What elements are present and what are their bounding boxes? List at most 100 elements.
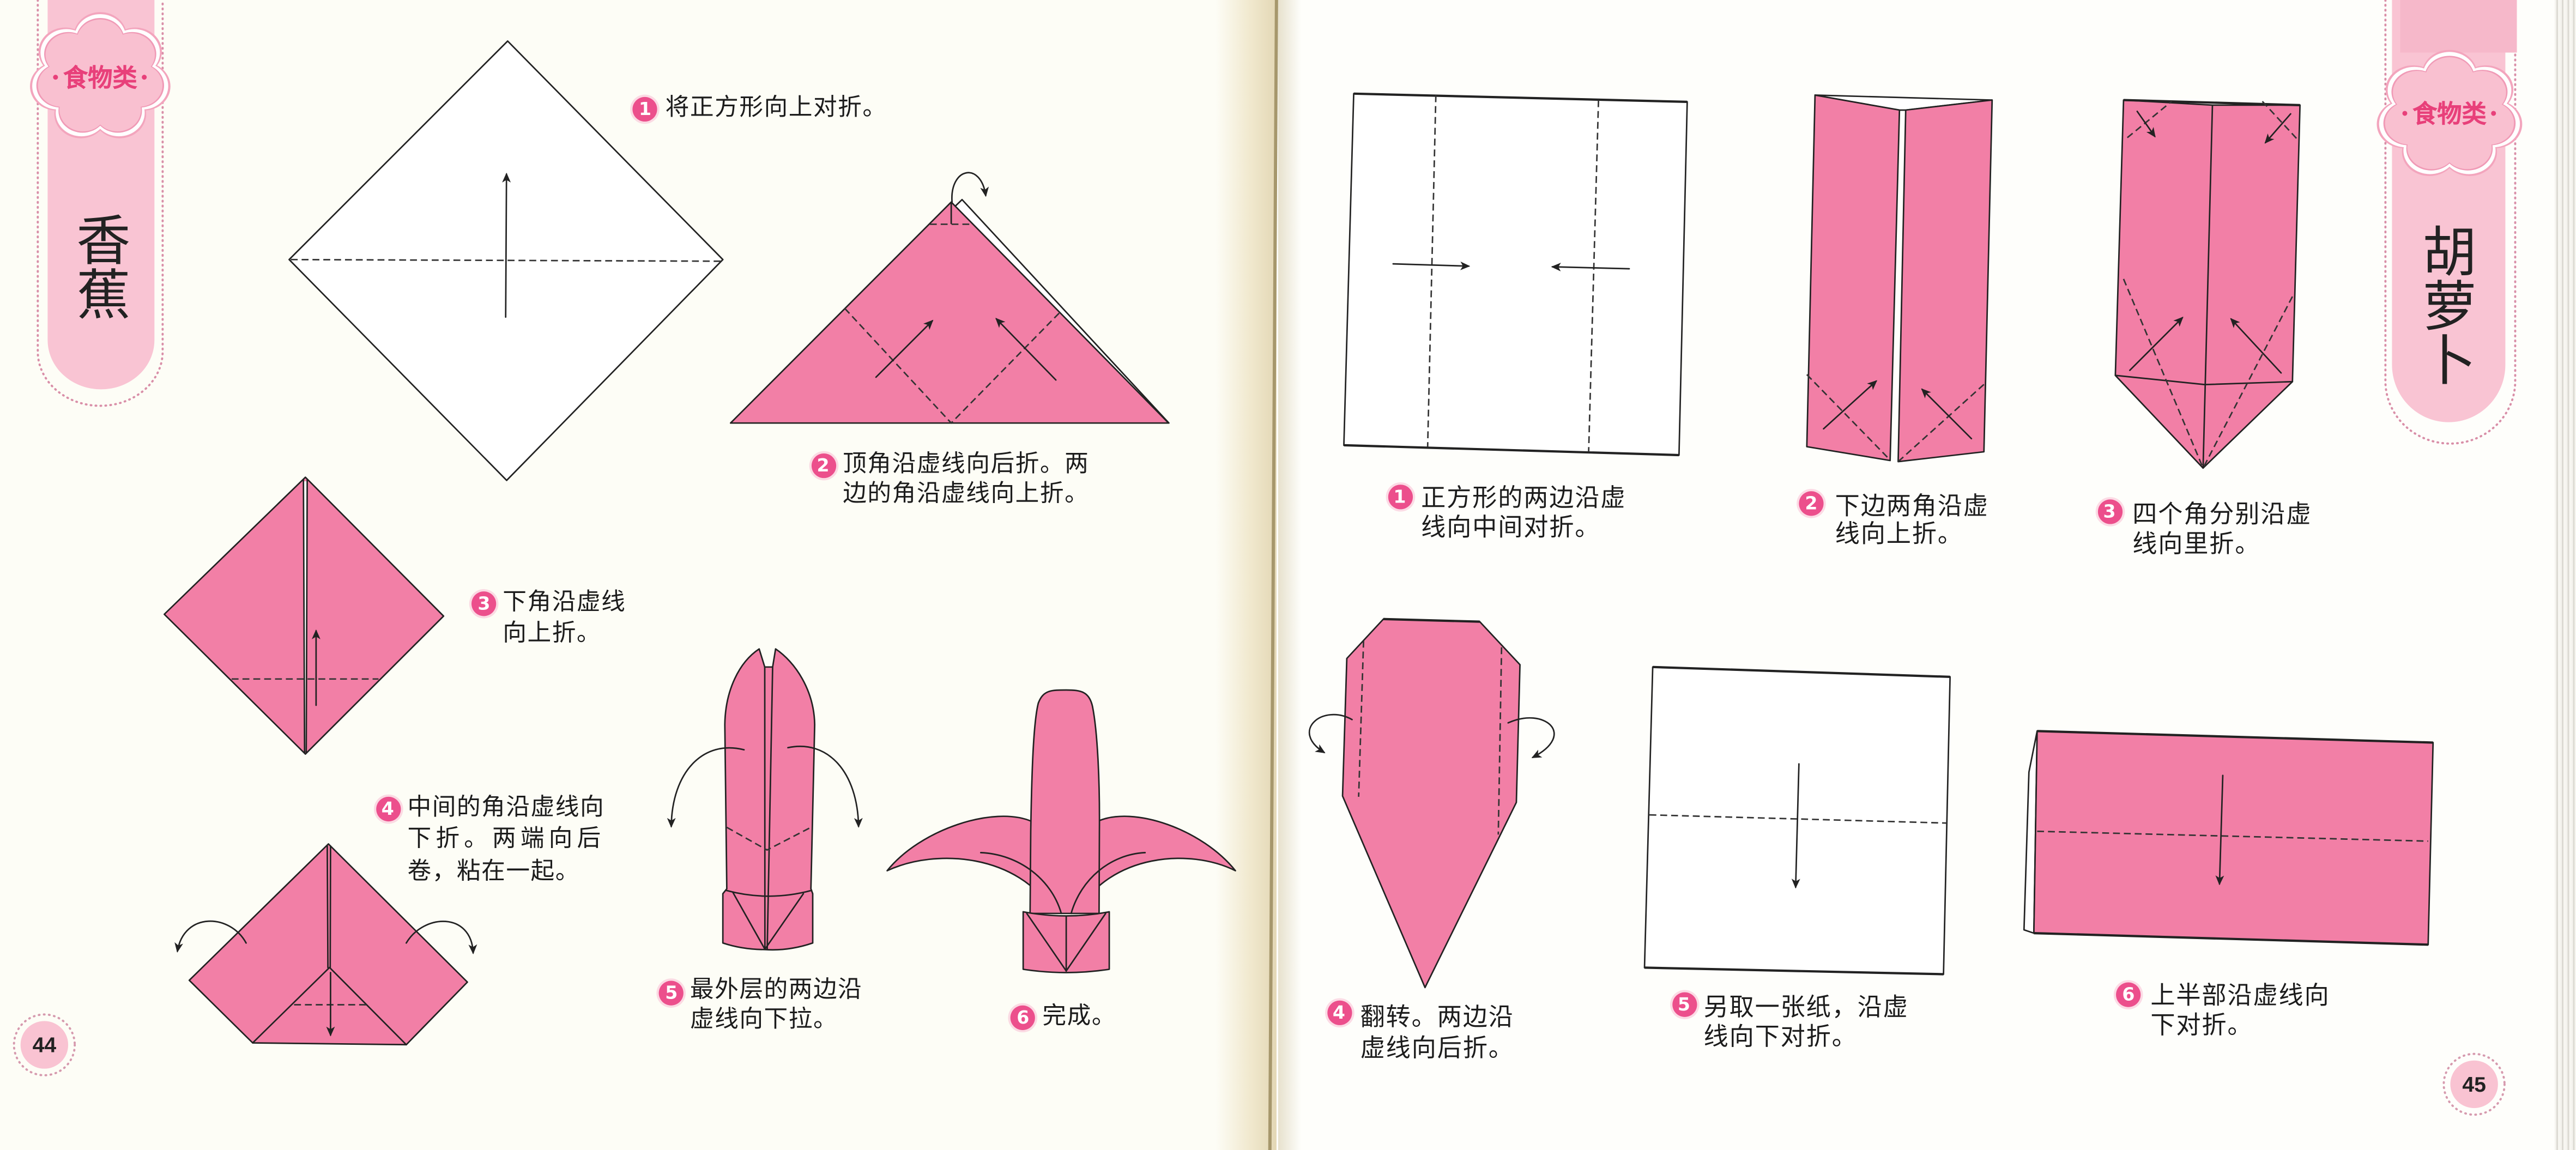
paper-right-flap: [1897, 99, 1993, 463]
edge-line: [980, 852, 1062, 915]
fold-back-arrow-icon: [1507, 717, 1555, 758]
edge-line: [326, 845, 329, 969]
gutter-shadow-left: [1216, 0, 1277, 1150]
paper-shape: [1341, 618, 1521, 989]
dashed-crease-line: [2037, 830, 2428, 842]
edge-line: [1070, 852, 1146, 915]
instruction-line: 翻转。两边沿: [1360, 1002, 1514, 1032]
edge-line: [1383, 618, 1480, 623]
gutter-shadow-right: [1278, 0, 1302, 1150]
banana-step-5-instruction: 最外层的两边沿 虚线向下拉。: [690, 978, 862, 1036]
carrot-step-6-instruction: 上半部沿虚线向 下对折。: [2150, 980, 2330, 1039]
dashed-crease-line: [1897, 384, 1985, 463]
carrot-step-3-instruction: 四个角分别沿虚 线向里折。: [2132, 499, 2312, 559]
carrot-step-6-diagram: [2023, 730, 2434, 946]
category-text: 食物类: [2412, 99, 2487, 129]
carrot-step-4-instruction: 翻转。两边沿 虚线向后折。: [1360, 1002, 1514, 1064]
edge-line: [1653, 665, 1950, 678]
banana-step-4-diagram: [174, 843, 477, 1046]
dashed-crease-line: [726, 826, 812, 851]
edge-line: [1644, 966, 1944, 976]
step-number-badge: 2: [1799, 490, 1824, 515]
fold-back-arrow-icon: [406, 921, 477, 954]
step-number-badge: 4: [375, 796, 400, 821]
instruction-line: 虚线向下拉。: [690, 1006, 838, 1033]
fold-back-arrow-icon: [951, 172, 989, 203]
step-number-badge: 5: [659, 980, 684, 1005]
instruction-line: 四个角分别沿虚: [2132, 499, 2312, 529]
banana-peel-left: [886, 815, 1054, 913]
fold-arrow-icon: [875, 319, 934, 378]
bullet-dot-icon: [2402, 111, 2408, 116]
carrot-step-5-diagram: [1643, 665, 1951, 976]
page-number: 45: [2462, 1072, 2486, 1097]
fold-arrow-icon: [1823, 380, 1878, 430]
page-title: 香蕉: [67, 211, 132, 320]
fold-arrow-icon: [995, 318, 1057, 381]
banana-step-3-diagram: [164, 476, 445, 755]
dashed-crease-line: [291, 258, 722, 262]
banana-peel-right: [1077, 815, 1236, 913]
edge-line: [725, 889, 813, 897]
fold-back-arrow-icon: [174, 920, 247, 953]
banana-step-3-instruction: 下角沿虚线 向上折。: [503, 588, 626, 652]
paper-shape: [1343, 93, 1688, 456]
instruction-line: 完成。: [1042, 1003, 1117, 1030]
instruction-line: 虚线向后折。: [1360, 1033, 1514, 1063]
fold-back-arrow-icon: [787, 746, 863, 828]
step-number-badge: 4: [1326, 1000, 1352, 1025]
dashed-crease-line: [1497, 647, 1503, 835]
banana-step-2-diagram: [729, 172, 1170, 425]
dashed-crease-line: [1649, 814, 1947, 824]
step-number-badge: 5: [1671, 992, 1696, 1017]
step-number-badge: 1: [1387, 485, 1412, 510]
page-number: 44: [32, 1032, 57, 1057]
category-badge-label: 食物类: [53, 60, 148, 94]
category-text: 食物类: [63, 63, 137, 93]
carrot-step-5-instruction: 另取一张纸，沿虚 线向下对折。: [1703, 993, 1909, 1052]
fold-arrow-icon: [2215, 774, 2224, 886]
fold-back-arrow-icon: [1309, 713, 1353, 753]
step-number-badge: 6: [2116, 982, 2141, 1007]
edge-line: [1344, 444, 1679, 457]
instruction-line: 正方形的两边沿虚: [1421, 482, 1626, 512]
dashed-crease-line: [2261, 101, 2297, 140]
edge-line: [766, 666, 773, 951]
carrot-step-2-instruction: 下边两角沿虚 线向上折。: [1835, 491, 1989, 550]
edge-line: [2037, 730, 2433, 744]
edge-line: [2202, 104, 2214, 469]
carrot-step-2-diagram: [1806, 94, 1993, 463]
instruction-line: 上半部沿虚线向: [2150, 980, 2330, 1010]
instruction-line: 卷，粘在一起。: [407, 858, 580, 885]
edge-line: [764, 893, 805, 951]
instruction-line: 线向里折。: [2132, 529, 2261, 559]
banana-step-6-instruction: 完成。: [1042, 1002, 1116, 1032]
paper-left-flap: [1806, 94, 1901, 462]
step-number-badge: 3: [2097, 498, 2122, 524]
page-edge-stack: [2554, 0, 2576, 1150]
paper-shape: [2033, 730, 2434, 946]
banana-body: [1029, 689, 1100, 915]
edge-line: [305, 479, 308, 753]
fold-arrow-icon: [502, 172, 511, 318]
dashed-crease-line: [1426, 95, 1437, 447]
step-number-badge: 6: [1011, 1004, 1036, 1030]
fold-arrow-icon: [2230, 318, 2282, 374]
step-number-badge: 2: [811, 452, 836, 477]
instruction-line: 下折。两端向后: [407, 826, 606, 853]
edge-line: [1026, 912, 1067, 972]
instruction-line: 线向下对折。: [1703, 1021, 1858, 1051]
dashed-crease-line: [1588, 100, 1600, 452]
bullet-dot-icon: [53, 74, 58, 80]
instruction-line: 线向上折。: [1835, 519, 1963, 549]
carrot-step-1-diagram: [1343, 92, 1688, 457]
banana-step-2-instruction: 顶角沿虚线向后折。两 边的角沿虚线向上折。: [843, 450, 1089, 510]
banana-step-4-instruction: 中间的角沿虚线向 下折。两端向后 卷，粘在一起。: [407, 792, 605, 888]
page-number-badge-left: [13, 1013, 76, 1076]
instruction-line: 边的角沿虚线向上折。: [843, 481, 1090, 508]
instruction-line: 最外层的两边沿: [690, 977, 863, 1004]
step-number-badge: 1: [632, 96, 658, 121]
edge-line: [329, 845, 331, 969]
fold-arrow-icon: [2136, 111, 2156, 138]
